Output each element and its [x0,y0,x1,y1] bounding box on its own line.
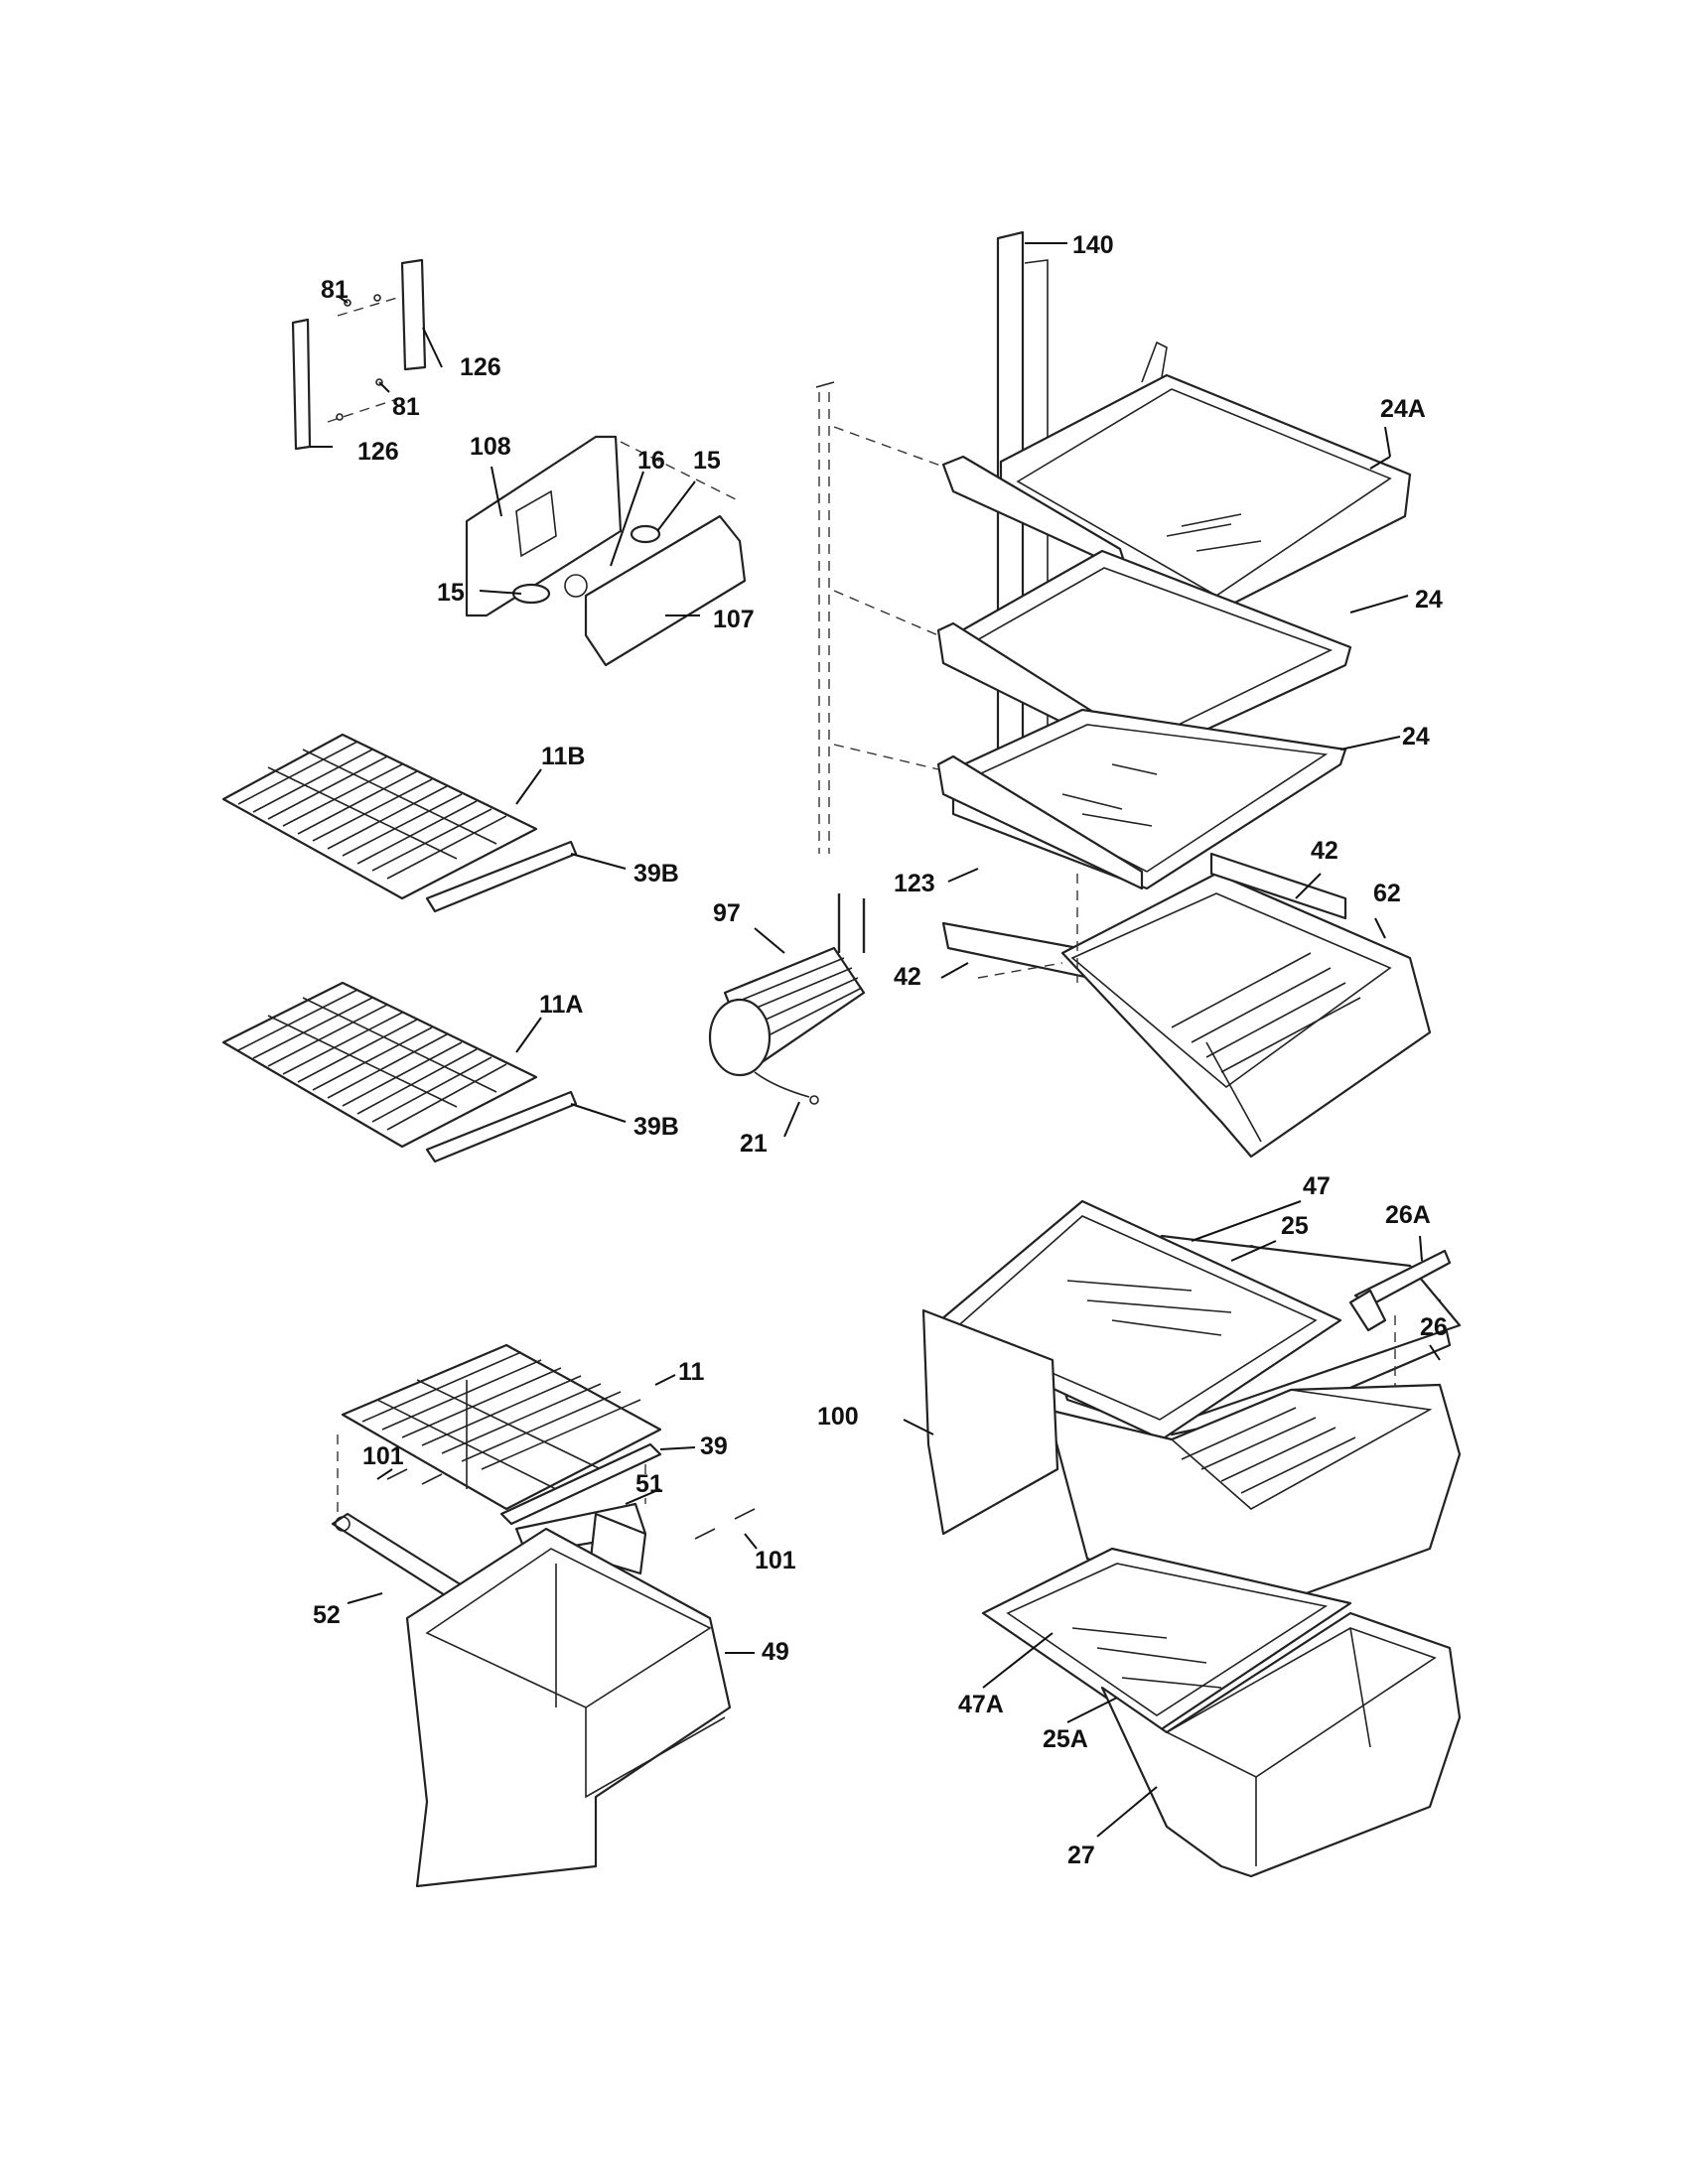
callout-47a: 47A [958,1691,1004,1718]
callout-26a: 26A [1385,1201,1431,1229]
bracket-126 [291,258,427,451]
callout-47: 47 [1303,1172,1331,1200]
deli-bin-49 [405,1527,732,1888]
callout-97: 97 [713,899,741,927]
callout-27: 27 [1067,1842,1095,1869]
wire-shelf-11b [221,733,578,913]
divider-panel-100 [921,1308,1059,1536]
glass-shelf-24-lower [833,708,1347,890]
callout-42-right: 42 [1311,837,1338,865]
crisper-drawer-27 [1100,1611,1462,1878]
callout-15-right: 15 [693,447,721,475]
callout-39b-upper: 39B [633,860,679,887]
wire-shelf-11 [341,1343,662,1526]
callout-24-lower: 24 [1402,723,1430,751]
light-housing-108 [465,435,747,667]
callout-24-upper: 24 [1415,586,1443,614]
callout-39b-lower: 39B [633,1113,679,1141]
callout-26: 26 [1420,1313,1448,1341]
callout-101-right: 101 [755,1547,796,1574]
callout-11b: 11B [541,743,585,770]
callout-51: 51 [635,1470,663,1498]
callout-24a: 24A [1380,395,1426,423]
wire-shelf-11a [221,981,578,1163]
callout-21: 21 [740,1130,768,1158]
callout-15-left: 15 [437,579,465,607]
callout-108: 108 [470,433,511,461]
callout-62: 62 [1373,880,1401,907]
callout-52: 52 [313,1601,341,1629]
callout-11a: 11A [539,991,583,1019]
callout-123: 123 [894,870,935,897]
heater-coil-97 [708,893,866,1105]
callout-42-left: 42 [894,963,921,991]
callout-49: 49 [762,1638,789,1666]
callout-140: 140 [1072,231,1114,259]
callout-81-lower: 81 [392,393,420,421]
callout-39: 39 [700,1433,728,1460]
callout-81-upper: 81 [321,276,349,304]
callout-107: 107 [713,606,755,633]
callout-101-left: 101 [362,1442,404,1470]
callout-labels: 140 24A 24 24 81 81 126 126 108 16 15 15… [313,231,1448,1869]
callout-126-lower: 126 [357,438,399,466]
callout-126-upper: 126 [460,353,501,381]
callout-11: 11 [678,1358,705,1386]
crisper-tray-25a [981,1547,1352,1734]
callout-100: 100 [817,1403,859,1431]
callout-25a: 25A [1043,1725,1088,1753]
callout-25: 25 [1281,1212,1309,1240]
callout-16: 16 [637,447,665,475]
leader-lines [310,242,1441,1838]
crisper-drawer-62 [941,852,1432,1159]
